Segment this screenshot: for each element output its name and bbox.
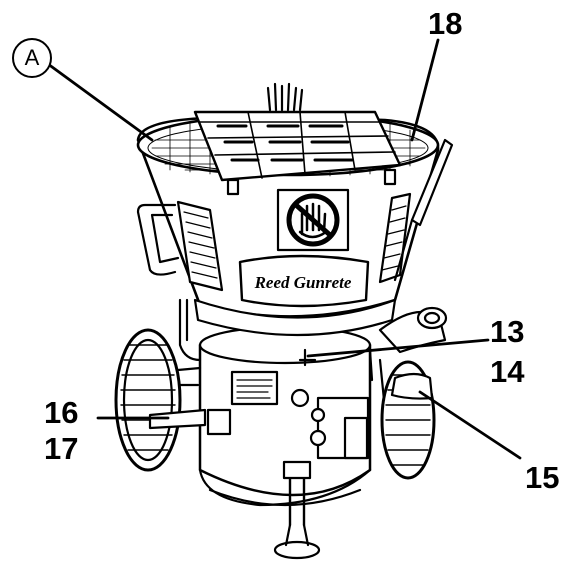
callout-15: 15 <box>525 460 560 495</box>
right-fittings <box>148 298 448 460</box>
callout-16: 16 <box>44 395 79 430</box>
brand-decal-text: Reed Gunrete <box>254 273 352 292</box>
callout-a: A <box>12 38 52 78</box>
leader-lines <box>46 38 522 460</box>
callout-14: 14 <box>490 354 525 389</box>
left-warning-decal <box>176 200 224 292</box>
glove-hand-warning-icon <box>276 188 350 252</box>
right-warning-decal <box>378 192 412 284</box>
callout-17: 17 <box>44 431 79 466</box>
callout-13: 13 <box>490 314 525 349</box>
air-lance-pipe <box>393 138 454 282</box>
callout-18: 18 <box>428 6 463 41</box>
left-wheel <box>114 328 182 472</box>
brand-decal-plate <box>238 254 370 308</box>
